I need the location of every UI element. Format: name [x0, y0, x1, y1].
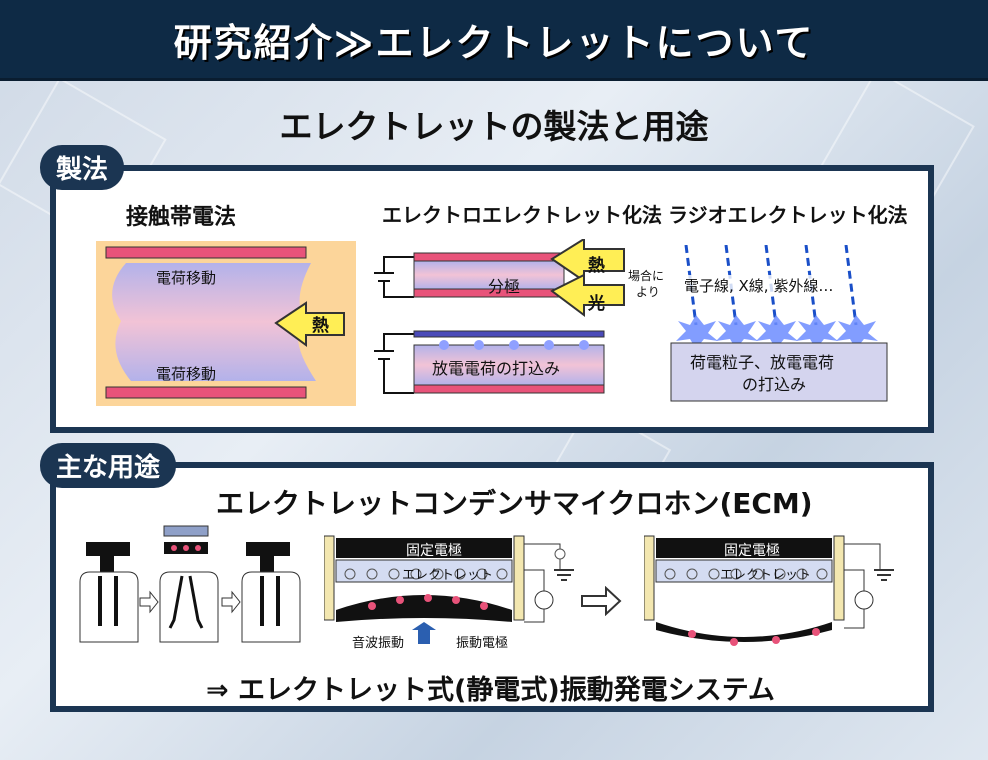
contact-method-title: 接触帯電法	[126, 205, 237, 230]
note-line2: より	[636, 285, 660, 299]
manufacturing-panel: 接触帯電法 エレクトロエレクトレット化法 ラジオエレクトレット化法 電荷移動 電…	[50, 165, 934, 433]
section-subtitle: エレクトレットの製法と用途	[279, 107, 709, 146]
radio-implant-line1: 荷電粒子、放電電荷	[690, 353, 835, 372]
discharge-implant-label: 放電電荷の打込み	[432, 359, 561, 378]
ecm-fabrication-steps	[79, 525, 301, 643]
vibrating-electrode-label: 振動電極	[456, 636, 509, 651]
uses-tag: 主な用途	[40, 443, 177, 488]
light-label: 光	[588, 294, 605, 314]
radio-method-title: ラジオエレクトレット化法	[668, 203, 908, 227]
ecm-diagram-2	[644, 535, 894, 646]
title-bar: 研究紹介≫エレクトレットについて	[0, 0, 988, 81]
page-title: 研究紹介≫エレクトレットについて	[173, 20, 815, 65]
polarization-label: 分極	[488, 277, 521, 296]
radio-electret-diagram	[670, 245, 888, 402]
conclusion-text: ⇒ エレクトレット式(静電式)振動発電システム	[206, 675, 775, 706]
fixed-electrode-label-1: 固定電極	[406, 543, 462, 559]
radio-implant-line2: の打込み	[742, 375, 807, 394]
uses-panel: エレクトレットコンデンサマイクロホン(ECM)	[50, 462, 934, 712]
heat-label-2: 熱	[588, 256, 605, 276]
electro-method-title: エレクトロエレクトレット化法	[382, 203, 662, 227]
ecm-diagram-1	[324, 535, 574, 644]
rays-label: 電子線, X線, 紫外線…	[684, 275, 834, 296]
charge-move-bottom-label: 電荷移動	[156, 365, 217, 383]
electro-electret-diagram	[374, 239, 625, 394]
manufacturing-tag: 製法	[40, 145, 125, 190]
electret-label-1: エレクトレット	[402, 568, 494, 583]
electret-label-2: エレクトレット	[720, 568, 812, 583]
ecm-title: エレクトレットコンデンサマイクロホン(ECM)	[216, 487, 813, 520]
note-line1: 場合に	[628, 269, 665, 283]
fixed-electrode-label-2: 固定電極	[724, 543, 780, 559]
right-arrow-icon	[581, 586, 622, 616]
sound-vibration-label: 音波振動	[352, 636, 405, 651]
heat-label: 熱	[312, 316, 329, 336]
charge-move-top-label: 電荷移動	[156, 269, 217, 287]
contact-charging-diagram	[96, 241, 356, 406]
